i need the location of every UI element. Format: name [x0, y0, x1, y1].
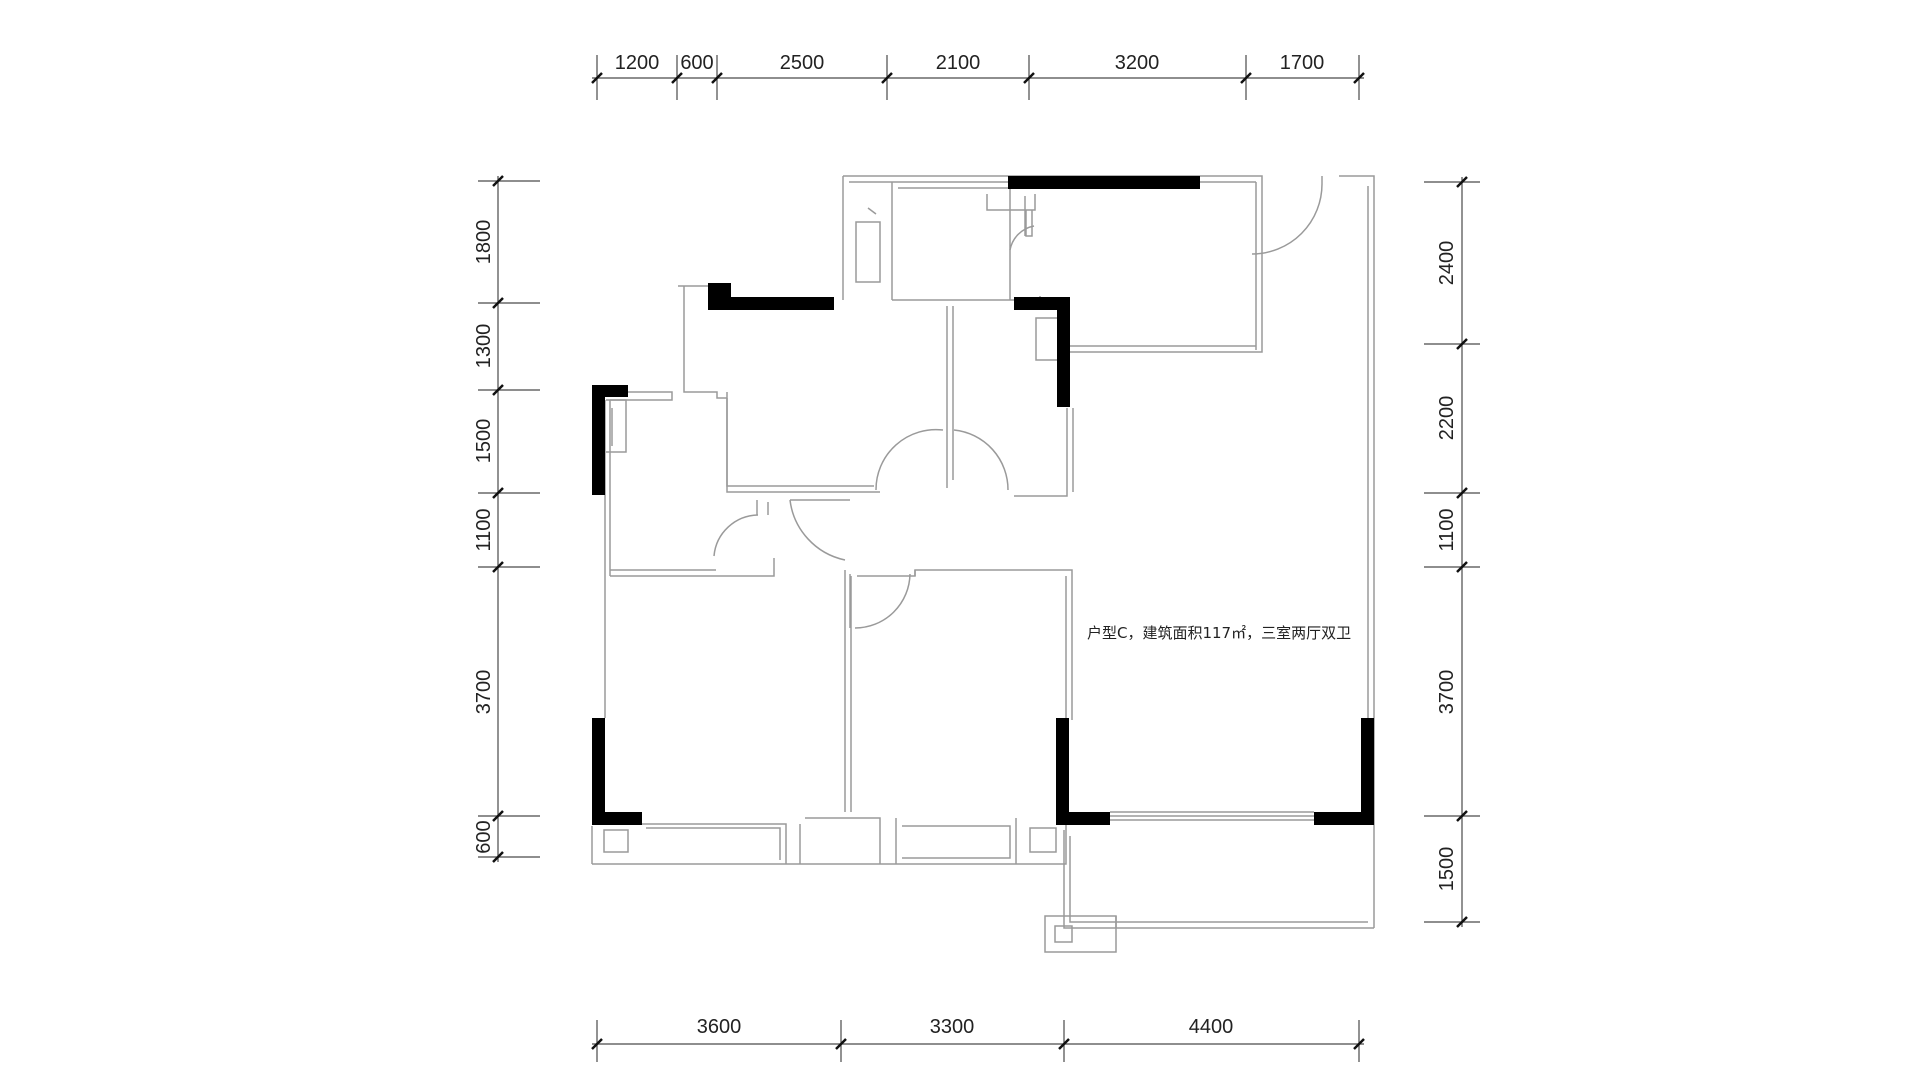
bottom-dim-2: 3300 [930, 1016, 975, 1038]
left-dimension-chain: 1800 1300 1500 1100 3700 600 [473, 175, 540, 863]
column-bottom-left-v [592, 718, 605, 825]
column-bottom-right-h [1314, 812, 1374, 825]
left-dim-3: 1500 [473, 419, 495, 464]
left-dim-2: 1300 [473, 324, 495, 369]
right-dim-2: 2200 [1436, 396, 1458, 441]
right-dim-5: 1500 [1436, 847, 1458, 892]
right-dim-3: 1100 [1436, 508, 1458, 551]
right-dim-1: 2400 [1436, 241, 1458, 286]
left-dim-6: 600 [473, 820, 495, 853]
top-dim-1: 1200 [615, 52, 660, 74]
column-top-right-v [1057, 297, 1070, 407]
bottom-dim-3: 4400 [1189, 1016, 1234, 1038]
left-dim-5: 3700 [473, 670, 495, 715]
top-dim-4: 2100 [936, 52, 981, 74]
structural-columns [592, 176, 1374, 825]
right-dim-4: 3700 [1436, 670, 1458, 715]
top-dim-5: 3200 [1115, 52, 1160, 74]
left-dim-1: 1800 [473, 220, 495, 265]
top-dimension-chain: 1200 600 2500 2100 3200 1700 [591, 52, 1365, 100]
left-dim-4: 1100 [473, 508, 495, 551]
column-bottom-left-h [592, 812, 642, 825]
column-bottom-right-v [1361, 718, 1374, 825]
right-dimension-chain: 2400 2200 1100 3700 1500 [1424, 176, 1480, 928]
column-left-v [592, 385, 605, 495]
column-top-right-h [1014, 297, 1070, 310]
walls [591, 175, 1375, 953]
column-bottom-mid-v [1056, 718, 1069, 825]
top-dim-3: 2500 [780, 52, 825, 74]
column-top-left-h [708, 297, 834, 310]
top-dim-2: 600 [680, 52, 713, 74]
bottom-dimension-chain: 3600 3300 4400 [591, 1016, 1365, 1062]
column-bottom-mid-h [1056, 812, 1110, 825]
column-kitchen-top [1008, 176, 1200, 189]
top-dim-6: 1700 [1280, 52, 1325, 74]
bottom-dim-1: 3600 [697, 1016, 742, 1038]
unit-caption: 户型C，建筑面积117㎡，三室两厅双卫 [1087, 624, 1351, 642]
